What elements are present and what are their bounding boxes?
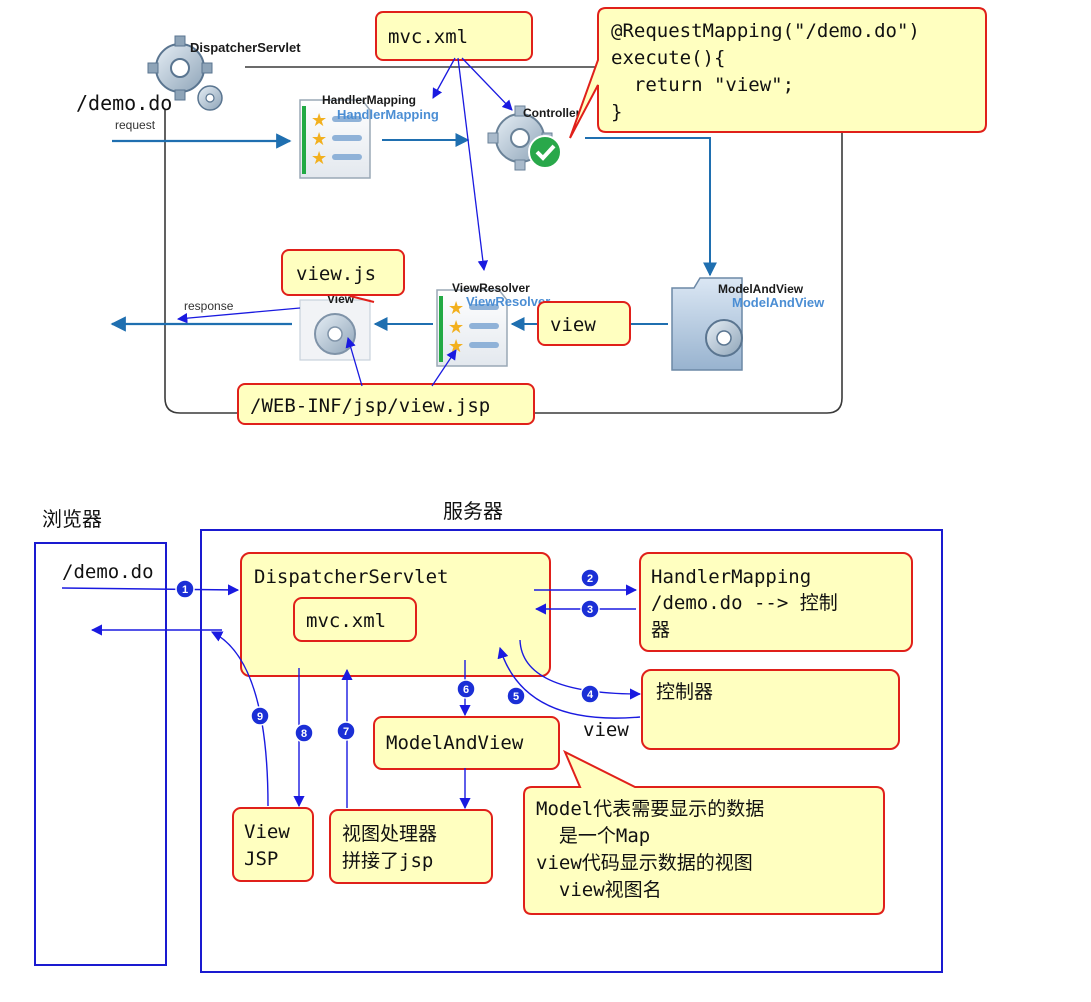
note-line-2: 是一个Map [536,825,650,847]
handler-mapping-doc-icon: ★ ★ ★ [299,99,371,179]
handler-mapping-box [639,552,913,652]
code-line-2: execute(){ [611,47,725,69]
mvcxml-to-controller-arrow [461,57,513,111]
controller-gear-icon [487,105,562,171]
dispatcher-title: DispatcherServlet [190,40,301,55]
handler-mapping-subtitle: HandlerMapping [337,107,439,122]
code-callout: @RequestMapping("/demo.do") execute(){ r… [569,7,987,139]
svg-text:2: 2 [587,573,593,585]
step-badge-8: 8 [294,723,314,743]
step-badge-2: 2 [580,568,600,588]
model-and-view-folder-icon [671,277,743,371]
svg-text:4: 4 [587,689,594,701]
jsp-path-callout: /WEB-INF/jsp/view.jsp [237,383,535,425]
view-resolver-doc-icon: ★ ★ ★ [436,289,508,367]
step-1-arrow [61,584,240,596]
svg-text:★: ★ [448,317,464,337]
step-badge-4: 4 [580,684,600,704]
mvc-xml-box [293,597,417,642]
step-badge-3: 3 [580,599,600,619]
mvc-xml-box-text: mvc.xml [306,610,386,632]
step-4-arrow [519,639,642,700]
mvc-xml-callout: mvc.xml [375,11,533,61]
view-processor-line-2: 拼接了jsp [342,850,433,872]
view-processor-line-1: 视图处理器 [342,823,437,845]
view-jsp-line-2: JSP [244,848,278,870]
handler-mapping-line-1: HandlerMapping [651,566,811,588]
controller-to-mav-arrow [585,137,717,277]
view-resolver-subtitle: ViewResolver [466,294,550,309]
svg-text:1: 1 [182,584,188,596]
view-jsp-box [232,807,314,882]
svg-text:9: 9 [257,711,263,723]
step-badge-1: 1 [175,579,195,599]
model-note-callout: Model代表需要显示的数据 是一个Map view代码显示数据的视图 view… [523,749,885,915]
view-jsp-line-1: View [244,821,290,843]
check-icon [528,135,562,169]
bottom-request-url: /demo.do [62,561,154,583]
dispatcher-box-text: DispatcherServlet [254,566,448,588]
note-line-1: Model代表需要显示的数据 [536,798,764,820]
jsp-to-view-arrow [345,337,363,387]
bottom-flow-arrows [61,584,642,810]
svg-text:6: 6 [463,684,469,696]
handler-mapping-line-2: /demo.do --> 控制 [651,592,838,614]
note-line-3: view代码显示数据的视图 [536,852,753,874]
code-line-1: @RequestMapping("/demo.do") [611,20,920,42]
handler-mapping-line-3: 器 [651,619,670,641]
svg-text:8: 8 [301,728,307,740]
jsp-path-callout-text: /WEB-INF/jsp/view.jsp [250,395,490,417]
view-page-icon [299,299,371,361]
controller-title: Controller [523,106,581,120]
server-box [200,529,943,973]
view-processor-box [329,809,493,884]
svg-text:5: 5 [513,691,519,703]
step-9-arrow [210,631,269,807]
browser-label: 浏览器 [42,507,102,531]
dispatcher-gear-icon [147,35,223,111]
svg-text:★: ★ [311,129,327,149]
mvcxml-to-handler-arrow [432,57,456,99]
model-and-view-subtitle: ModelAndView [732,295,825,310]
step-badge-6: 6 [456,679,476,699]
step-badge-5: 5 [506,686,526,706]
svg-text:★: ★ [311,110,327,130]
svg-text:3: 3 [587,604,593,616]
step-badge-7: 7 [336,721,356,741]
controller-box [641,669,900,750]
view-resolver-title: ViewResolver [452,281,530,295]
request-label: request [115,118,156,132]
handler-mapping-title: HandlerMapping [322,93,416,107]
server-label: 服务器 [443,499,503,523]
browser-box [34,542,167,966]
code-line-3: return "view"; [611,74,794,96]
mvcxml-to-resolver-arrow [457,57,489,272]
view-name-callout: view [537,301,631,346]
model-and-view-title: ModelAndView [718,282,804,296]
step-5-arrow [497,646,641,719]
step-badge-9: 9 [250,706,270,726]
mvc-xml-callout-text: mvc.xml [388,26,468,48]
svg-text:7: 7 [343,726,349,738]
code-line-4: } [611,101,622,123]
model-and-view-box [373,716,560,770]
model-and-view-box-text: ModelAndView [386,732,524,754]
svg-text:★: ★ [448,298,464,318]
response-label: response [184,299,234,313]
top-diagram: DispatcherServlet /demo.do request ★ ★ ★… [76,7,987,425]
view-return-label: view [583,719,629,741]
view-js-callout-text: view.js [296,263,376,285]
viewjs-to-response-arrow [176,307,301,324]
svg-text:★: ★ [448,336,464,356]
note-line-4: view视图名 [536,879,662,901]
bottom-diagram: 浏览器 服务器 /demo.do DispatcherServlet mvc.x… [34,499,943,973]
view-name-callout-text: view [550,314,596,336]
view-js-pointer [349,295,375,303]
svg-text:★: ★ [311,148,327,168]
request-url: /demo.do [76,91,172,115]
jsp-to-resolver-arrow [431,349,457,387]
controller-box-text: 控制器 [656,681,713,703]
view-js-callout: view.js [281,249,405,303]
